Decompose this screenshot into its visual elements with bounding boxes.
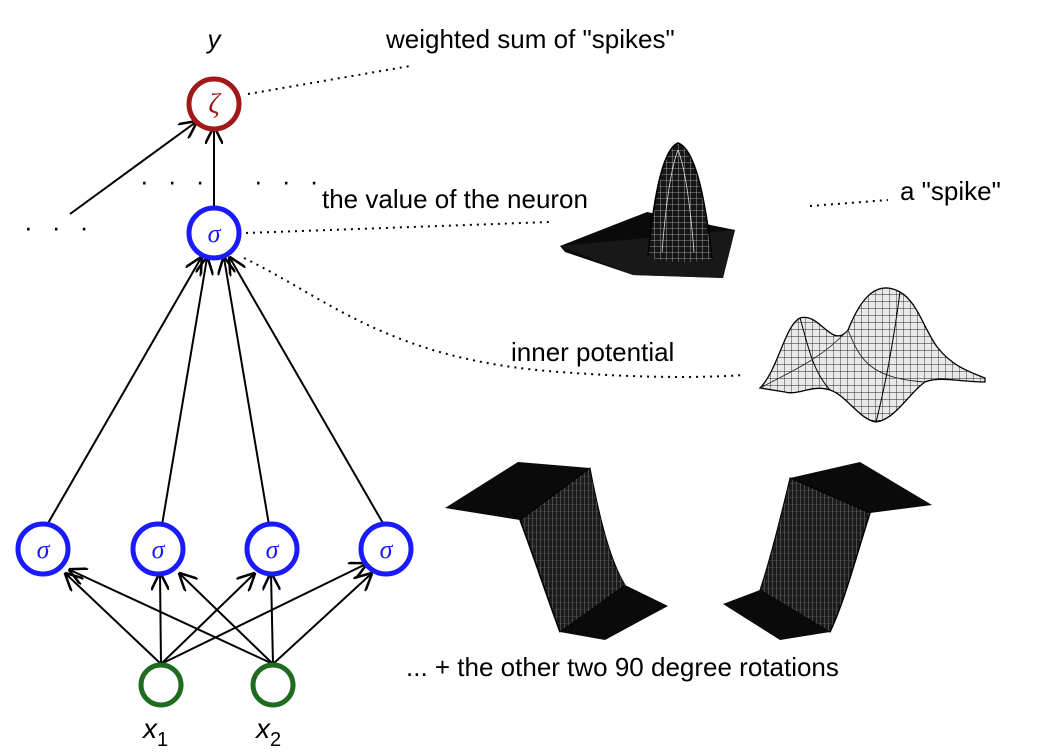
sigmoid-step-surface-left xyxy=(445,462,668,640)
edge-x1-h2 xyxy=(160,574,161,665)
hidden-layer-nodes: σ σ σ σ xyxy=(15,521,414,577)
input-label-main: x xyxy=(254,713,271,744)
hidden-node-symbol: σ xyxy=(152,535,166,564)
ellipsis-left: · · · xyxy=(24,212,94,242)
inner-potential-surface xyxy=(758,287,986,423)
edge-h2-mid xyxy=(161,258,207,526)
input-label-sub: 1 xyxy=(157,729,168,751)
ellipsis-mid-right: · · · xyxy=(254,166,324,196)
spike-annotation: a "spike" xyxy=(900,176,1001,206)
connector-inner-potential xyxy=(243,257,746,378)
sigmoid-step-surface-right xyxy=(723,462,932,640)
edge-h4-mid xyxy=(230,258,385,526)
edge-x1-h3 xyxy=(160,574,254,665)
connector-neuron-value xyxy=(245,221,551,234)
edge-x2-h3 xyxy=(271,574,273,665)
dotted-connectors xyxy=(243,65,889,378)
ellipsis-mid-left: · · · xyxy=(140,166,210,196)
hidden-node-1: σ xyxy=(15,521,71,577)
mid-node-symbol: σ xyxy=(208,219,222,248)
edge-x2-h2 xyxy=(180,574,274,665)
inner-potential-annotation: inner potential xyxy=(511,337,674,367)
rotations-annotation: ... + the other two 90 degree rotations xyxy=(406,652,839,682)
edge-left-output xyxy=(69,122,196,215)
connector-spike xyxy=(809,199,889,207)
edge-x2-h1 xyxy=(70,570,274,665)
hidden-node-4: σ xyxy=(358,521,414,577)
hidden-node-symbol: σ xyxy=(37,535,51,564)
weighted-sum-annotation: weighted sum of "spikes" xyxy=(385,24,675,54)
network-edges xyxy=(46,122,385,665)
edge-h1-mid xyxy=(46,258,201,526)
input-label-x1: x1 xyxy=(141,713,168,751)
spike-surface xyxy=(560,142,735,278)
output-node: ζ xyxy=(186,76,242,132)
input-label-x2: x2 xyxy=(254,713,281,751)
hidden-node-symbol: σ xyxy=(266,535,280,564)
input-layer-nodes xyxy=(138,662,296,708)
input-node-x2 xyxy=(250,662,296,708)
output-node-symbol: ζ xyxy=(208,89,221,120)
edge-x1-h1 xyxy=(66,574,162,665)
output-variable-label: y xyxy=(206,24,223,54)
hidden-node-3: σ xyxy=(244,521,300,577)
input-label-main: x xyxy=(141,713,158,744)
hidden-node-symbol: σ xyxy=(380,535,394,564)
input-label-sub: 2 xyxy=(270,729,281,751)
neuron-value-annotation: the value of the neuron xyxy=(322,184,588,214)
edge-x1-h4 xyxy=(160,564,366,665)
connector-output-to-weighted-sum xyxy=(247,65,411,95)
svg-text:x1: x1 xyxy=(141,713,168,751)
hidden-node-2: σ xyxy=(130,521,186,577)
mid-hidden-node: σ xyxy=(186,205,242,261)
svg-text:x2: x2 xyxy=(254,713,281,751)
edge-x2-h4 xyxy=(272,574,371,665)
input-node-x1 xyxy=(138,662,184,708)
edge-h3-mid xyxy=(224,258,270,526)
